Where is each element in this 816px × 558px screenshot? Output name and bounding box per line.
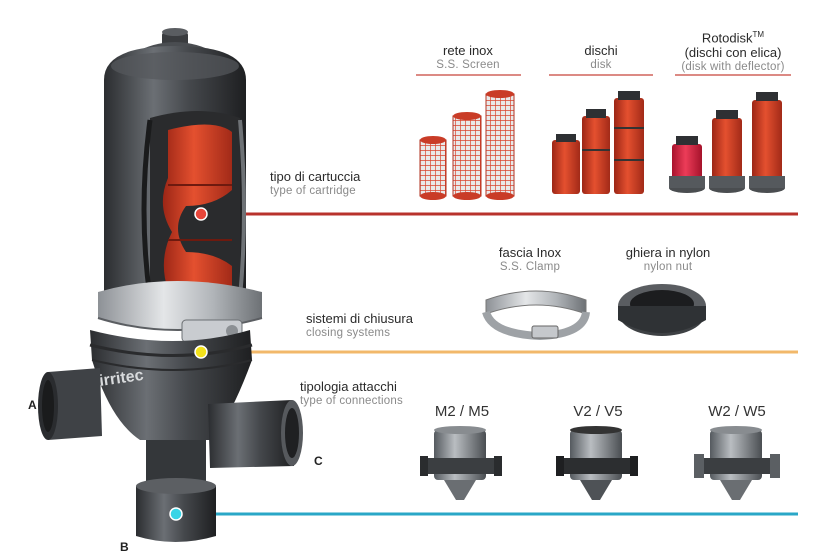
closure-clamp-en: S.S. Clamp bbox=[499, 260, 561, 273]
port-a-label: A bbox=[28, 398, 37, 412]
cartridge-screen-en: S.S. Screen bbox=[436, 58, 500, 71]
closure-clamp-label: fascia Inox S.S. Clamp bbox=[498, 245, 562, 274]
cartridge-rotodisk-label: RotodiskTM (dischi con elica) (disk with… bbox=[681, 30, 784, 74]
cartridge-disk-label: dischi disk bbox=[584, 43, 618, 72]
cartridge-screen-it: rete inox bbox=[443, 43, 493, 58]
cartridge-screen-label: rete inox S.S. Screen bbox=[436, 43, 500, 72]
cartridge-disk-it: dischi bbox=[584, 43, 618, 58]
cartridge-section-it: tipo di cartuccia bbox=[270, 169, 361, 184]
connection-v2-v5-label: V2 / V5 bbox=[573, 403, 623, 420]
connection-m2-m5-label: M2 / M5 bbox=[434, 403, 490, 420]
closure-nut-it: ghiera in nylon bbox=[625, 245, 711, 260]
screen-cartridges-illustration bbox=[419, 90, 515, 200]
connection-v2-v5-illustration bbox=[556, 426, 638, 500]
connection-m2-m5-illustration bbox=[420, 426, 502, 500]
brand-logo: irritec bbox=[98, 367, 145, 390]
cartridge-rotodisk-it: RotodiskTM bbox=[701, 30, 765, 46]
connections-section-it: tipologia attacchi bbox=[300, 379, 397, 394]
cartridge-section-label: tipo di cartuccia type of cartridge bbox=[270, 169, 361, 198]
cartridge-section-en: type of cartridge bbox=[270, 184, 356, 197]
cartridge-rotodisk-it2: (dischi con elica) bbox=[684, 45, 782, 61]
disk-cartridges-illustration bbox=[552, 91, 644, 194]
closure-nut-label: ghiera in nylon nylon nut bbox=[625, 245, 711, 274]
port-b-label: B bbox=[120, 540, 129, 554]
cartridge-callout-dot bbox=[194, 207, 208, 221]
nylon-nut-illustration bbox=[618, 284, 706, 336]
closing-section-label: sistemi di chiusura closing systems bbox=[306, 311, 413, 340]
closure-nut-en: nylon nut bbox=[643, 260, 693, 273]
closing-section-it: sistemi di chiusura bbox=[306, 311, 413, 326]
cartridge-rotodisk-en: (disk with deflector) bbox=[681, 61, 785, 74]
connection-w2-w5-illustration bbox=[694, 426, 780, 500]
closing-section-en: closing systems bbox=[306, 326, 391, 339]
connection-w2-w5-label: W2 / W5 bbox=[708, 403, 766, 420]
closing-callout-dot bbox=[194, 345, 208, 359]
connections-section-en: type of connections bbox=[300, 394, 403, 407]
cartridge-disk-en: disk bbox=[590, 58, 612, 71]
connections-section-label: tipologia attacchi type of connections bbox=[300, 379, 403, 408]
ss-clamp-illustration bbox=[482, 290, 590, 341]
rotodisk-cartridges-illustration bbox=[669, 92, 785, 193]
port-c-label: C bbox=[314, 454, 323, 468]
filter-illustration: irritec bbox=[38, 28, 303, 542]
connection-callout-dot bbox=[169, 507, 183, 521]
closure-clamp-it: fascia Inox bbox=[498, 245, 562, 260]
